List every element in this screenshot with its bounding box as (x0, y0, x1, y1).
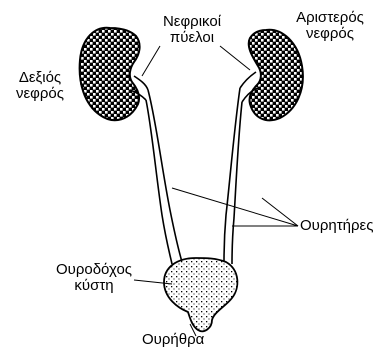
left-kidney (249, 30, 303, 121)
renal-pelvis-label-line2: πύελοι (146, 30, 238, 46)
ureters-label: Ουρητήρες (300, 218, 373, 234)
left-kidney-label-line2: νεφρός (282, 26, 378, 42)
right-kidney (80, 28, 140, 120)
urethra-label: Ουρήθρα (142, 332, 204, 348)
right-kidney-label-line1: Δεξιός (2, 70, 78, 86)
leader-renal-pelvis-left (142, 46, 160, 76)
right-kidney-label-line2: νεφρός (2, 86, 78, 102)
bladder-label-line1: Ουροδόχος (52, 262, 136, 278)
bladder-label: Ουροδόχος κύστη (52, 262, 136, 294)
leader-renal-pelvis-right (220, 46, 250, 70)
renal-pelvis-label: Νεφρικοί πύελοι (146, 14, 238, 46)
left-ureter (224, 88, 242, 264)
left-kidney-label: Αριστερός νεφρός (282, 10, 378, 42)
right-ureter (146, 90, 182, 264)
renal-pelvis-label-line1: Νεφρικοί (146, 14, 238, 30)
bladder-label-line2: κύστη (52, 278, 136, 294)
right-kidney-label: Δεξιός νεφρός (2, 70, 78, 102)
left-kidney-label-line1: Αριστερός (282, 10, 378, 26)
leader-ureter-2 (262, 198, 298, 226)
bladder (164, 258, 237, 331)
